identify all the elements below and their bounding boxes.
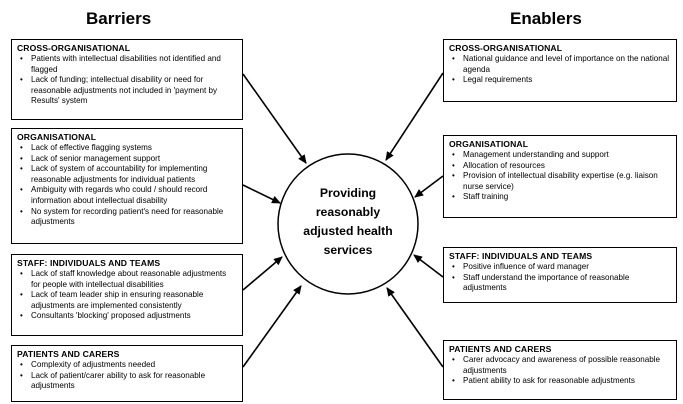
list-item: Staff training: [449, 192, 671, 203]
box-title: ORGANISATIONAL: [449, 139, 529, 149]
item-list: Lack of staff knowledge about reasonable…: [17, 269, 237, 322]
list-item: Patients with intellectual disabilities …: [17, 54, 237, 75]
barrier-box-staff: STAFF: INDIVIDUALS AND TEAMS Lack of sta…: [11, 254, 243, 336]
item-list: Management understanding and support All…: [449, 150, 671, 203]
list-item: Provision of intellectual disability exp…: [449, 171, 671, 192]
box-title: PATIENTS AND CARERS: [17, 349, 120, 359]
list-item: Staff understand the importance of reaso…: [449, 273, 671, 294]
barriers-heading: Barriers: [86, 9, 152, 28]
enabler-box-patients-carers: PATIENTS AND CARERS Carer advocacy and a…: [443, 340, 677, 400]
center-line: Providing: [319, 186, 377, 200]
enabler-box-organisational: ORGANISATIONAL Management understanding …: [443, 135, 677, 218]
arrow-enabler-patients: [386, 287, 444, 368]
center-circle: [277, 153, 419, 295]
barrier-box-organisational: ORGANISATIONAL Lack of effective flaggin…: [11, 128, 243, 244]
list-item: Lack of effective flagging systems: [17, 143, 237, 154]
list-item: National guidance and level of importanc…: [449, 54, 671, 75]
item-list: Carer advocacy and awareness of possible…: [449, 355, 671, 387]
list-item: Lack of staff knowledge about reasonable…: [17, 269, 237, 290]
item-list: Patients with intellectual disabilities …: [17, 54, 237, 107]
arrow-enabler-staff: [413, 254, 444, 278]
list-item: No system for recording patient's need f…: [17, 207, 237, 228]
center-line: adjusted health: [303, 224, 393, 238]
center-line: services: [323, 243, 373, 257]
enablers-heading: Enablers: [510, 9, 582, 28]
box-title: ORGANISATIONAL: [17, 132, 97, 142]
barrier-box-cross-organisational: CROSS-ORGANISATIONAL Patients with intel…: [11, 39, 243, 120]
enabler-box-cross-organisational: CROSS-ORGANISATIONAL National guidance a…: [443, 39, 677, 102]
arrow-barrier-cross: [242, 73, 307, 164]
list-item: Positive influence of ward manager: [449, 262, 671, 273]
list-item: Lack of senior management support: [17, 154, 237, 165]
item-list: Complexity of adjustments needed Lack of…: [17, 360, 237, 392]
item-list: National guidance and level of importanc…: [449, 54, 671, 86]
box-title: STAFF: INDIVIDUALS AND TEAMS: [449, 251, 593, 261]
box-title: CROSS-ORGANISATIONAL: [17, 43, 131, 53]
item-list: Lack of effective flagging systems Lack …: [17, 143, 237, 228]
list-item: Lack of team leader ship in ensuring rea…: [17, 290, 237, 311]
list-item: Patient ability to ask for reasonable ad…: [449, 376, 671, 387]
arrow-barrier-patients: [242, 285, 302, 368]
center-label: Providing reasonably adjusted health ser…: [286, 184, 410, 260]
list-item: Management understanding and support: [449, 150, 671, 161]
list-item: Complexity of adjustments needed: [17, 360, 237, 371]
box-title: CROSS-ORGANISATIONAL: [449, 43, 563, 53]
arrow-barrier-org: [242, 184, 281, 204]
list-item: Ambiguity with regards who could / shoul…: [17, 185, 237, 206]
item-list: Positive influence of ward manager Staff…: [449, 262, 671, 294]
barrier-box-patients-carers: PATIENTS AND CARERS Complexity of adjust…: [11, 345, 243, 402]
list-item: Lack of system of accountability for imp…: [17, 164, 237, 185]
list-item: Carer advocacy and awareness of possible…: [449, 355, 671, 376]
box-title: PATIENTS AND CARERS: [449, 344, 552, 354]
list-item: Consultants 'blocking' proposed adjustme…: [17, 311, 237, 322]
center-line: reasonably: [315, 205, 381, 219]
enabler-box-staff: STAFF: INDIVIDUALS AND TEAMS Positive in…: [443, 247, 677, 303]
arrow-enabler-cross: [385, 72, 444, 161]
list-item: Lack of funding; intellectual disability…: [17, 75, 237, 107]
box-title: STAFF: INDIVIDUALS AND TEAMS: [17, 258, 161, 268]
list-item: Legal requirements: [449, 75, 671, 86]
arrow-enabler-org: [414, 175, 444, 198]
list-item: Lack of patient/carer ability to ask for…: [17, 371, 237, 392]
list-item: Allocation of resources: [449, 161, 671, 172]
arrow-barrier-staff: [242, 256, 283, 291]
